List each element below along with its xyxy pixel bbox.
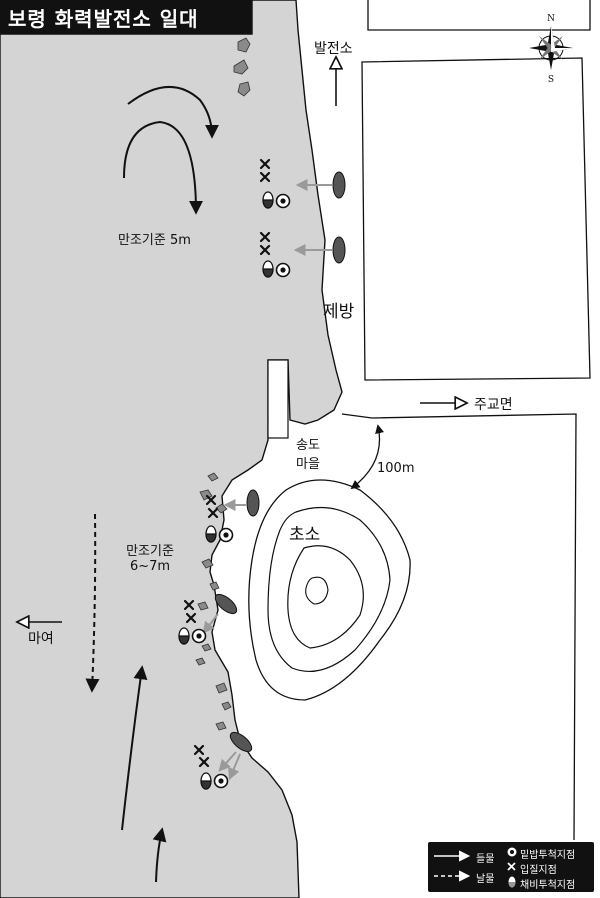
label-tide-lower-line2: 6~7m: [129, 559, 171, 574]
legend-entry-point: 입질지점: [520, 865, 557, 876]
rocks: [195, 37, 251, 731]
rock-icon: [237, 81, 251, 97]
compass-north: N: [547, 14, 555, 24]
label-songdo-village: 송도 마을: [292, 434, 324, 472]
rock-icon: [201, 558, 214, 569]
cross-mark-icon: [185, 612, 197, 624]
tide-arrow-icon: [123, 120, 203, 215]
cross-mark-icon: [193, 744, 205, 756]
target-ring-icon: [218, 527, 234, 543]
legend-half-float-icon: [508, 876, 516, 888]
rock-icon: [209, 581, 220, 591]
rock-icon: [215, 682, 228, 694]
cross-mark-icon: [259, 171, 271, 183]
tide-arrow-icon: [85, 513, 100, 693]
label-distance: 100m: [377, 461, 415, 476]
float-icon: [214, 593, 238, 615]
distance-arrow: [350, 424, 385, 490]
label-power-plant: 발전소: [314, 41, 353, 57]
cross-mark-icon: [205, 494, 217, 506]
legend-symbols: [434, 847, 517, 888]
tide-arrows: [85, 86, 219, 883]
rock-icon: [233, 59, 249, 75]
legend-lure-cast-point: 채비투척지점: [520, 880, 576, 891]
cross-mark-icon: [198, 756, 210, 768]
label-songdo-line2: 마을: [296, 457, 320, 472]
float-icon: [332, 171, 346, 199]
rock-icon: [207, 472, 219, 482]
target-ring-icon: [275, 193, 291, 209]
label-maye: 마여: [28, 631, 54, 647]
cross-mark-icon: [183, 599, 195, 611]
cross-mark-icon: [259, 158, 271, 170]
title-box: 보령 화력발전소 일대: [0, 0, 252, 34]
bait-markers: [191, 193, 291, 789]
target-ring-icon: [191, 628, 207, 644]
land-block-top-strip: [367, 0, 591, 31]
tide-arrow-icon: [127, 86, 219, 139]
float-icon: [332, 236, 346, 264]
half-float-icon: [205, 525, 217, 543]
label-jugyo: 주교면: [474, 397, 513, 413]
rock-icon: [201, 643, 212, 652]
lure-markers: [178, 191, 274, 790]
rock-icon: [221, 701, 232, 711]
tide-arrow-icon: [152, 827, 167, 883]
island-contours: [248, 479, 411, 701]
pier: [267, 359, 289, 439]
land-block-lower: [341, 413, 577, 841]
legend-bottom-bait-point: 밑밥투척지점: [520, 850, 576, 861]
half-float-icon: [262, 191, 274, 209]
floats: [214, 171, 346, 753]
rock-icon: [215, 721, 227, 731]
label-tide-upper: 만조기준 5m: [118, 233, 191, 248]
legend-cross-mark-icon: [507, 862, 516, 871]
legend: 들물 날물 밑밥투척지점 입질지점 채비투척지점: [428, 842, 594, 892]
sea-area: [0, 0, 343, 898]
legend-ebb-tide: 날물: [476, 874, 495, 885]
label-songdo-line1: 송도: [296, 438, 320, 453]
cross-mark-icon: [259, 244, 271, 256]
label-island: 초소: [289, 525, 321, 545]
half-float-icon: [262, 260, 274, 278]
float-icon: [246, 489, 260, 517]
rock-icon: [197, 601, 209, 611]
half-float-icon: [178, 627, 190, 645]
rock-icon: [195, 657, 206, 666]
target-ring-icon: [213, 773, 229, 789]
map-title: 보령 화력발전소 일대: [8, 7, 199, 31]
label-tide-lower: 만조기준 6~7m: [114, 540, 186, 574]
cast-arrows: [202, 179, 332, 781]
cross-mark-icon: [207, 507, 219, 519]
spot-markers: [183, 158, 271, 768]
legend-flood-tide: 들물: [476, 854, 495, 865]
label-levee: 제방: [323, 302, 355, 322]
land-block-upper: [361, 57, 591, 381]
tide-arrow-icon: [121, 665, 148, 831]
cross-mark-icon: [259, 231, 271, 243]
compass-south: S: [548, 75, 554, 85]
label-tide-lower-line1: 만조기준: [126, 544, 174, 559]
target-ring-icon: [275, 262, 291, 278]
float-icon: [229, 731, 253, 753]
legend-target-ring-icon: [507, 847, 517, 857]
compass-rose-icon: [529, 26, 573, 70]
rock-icon: [237, 37, 251, 53]
half-float-icon: [200, 772, 212, 790]
